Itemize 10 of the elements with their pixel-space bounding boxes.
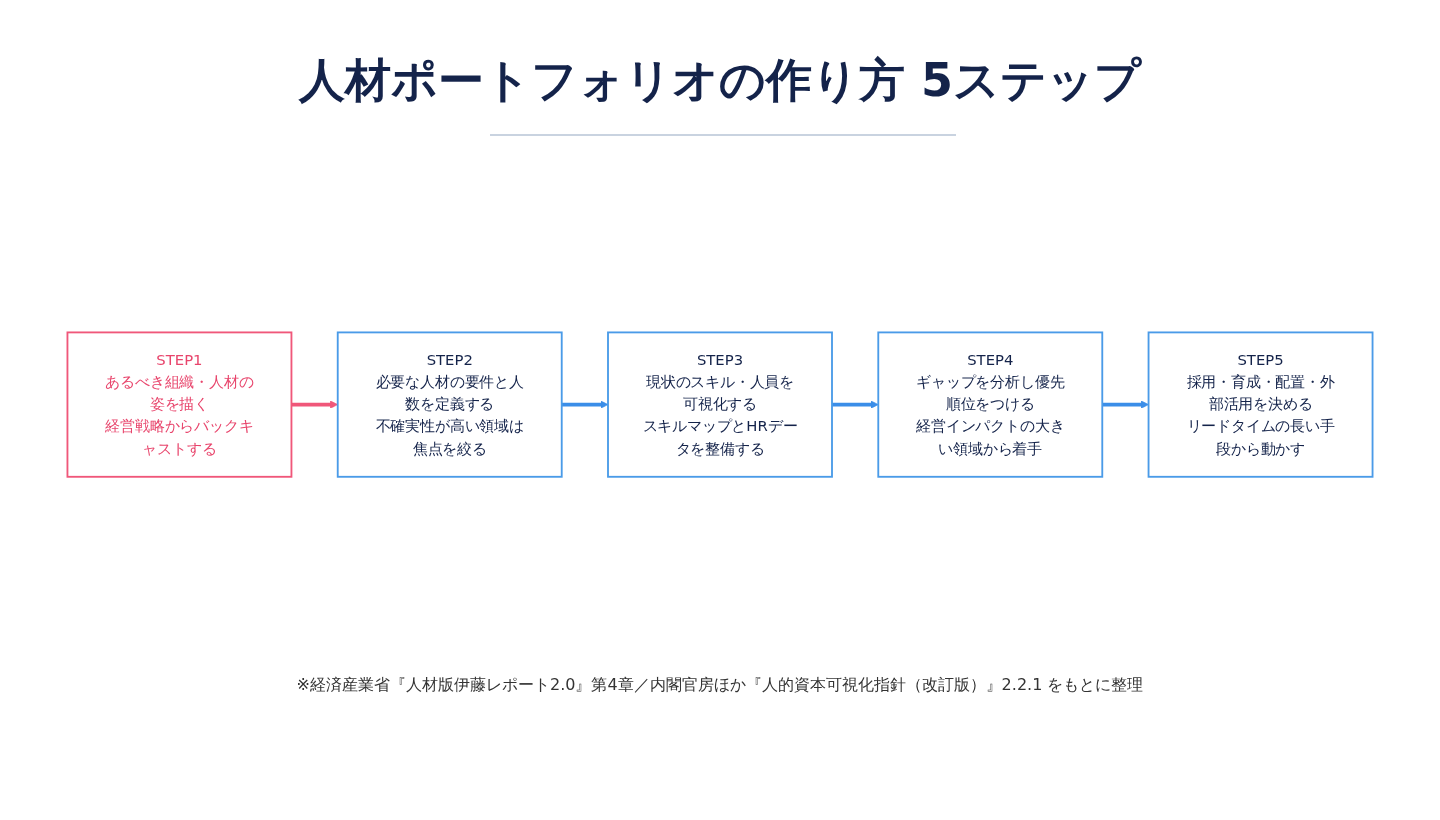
arrow — [832, 400, 879, 410]
arrow — [1102, 400, 1149, 410]
node-box: STEP5 採用・育成・配置・外部活用を決める リードタイムの長い手段から動かす — [1147, 331, 1374, 479]
node-box: STEP3 現状のスキル・人員を可視化する スキルマップとHRデータを整備する — [607, 331, 833, 479]
caption: ※経済産業省『人材版伊藤レポート2.0』第4章／内閣官房ほか『人的資本可視化指針（改訂版）』2.2.1 をもとに整理 — [295, 675, 1145, 696]
title: 人材ポートフォリオの作り方 5ステップ — [297, 52, 1143, 109]
node-box: STEP4 ギャップを分析し優先順位をつける 経営インパクトの大きい領域から着手 — [877, 331, 1104, 479]
arrow — [561, 400, 609, 410]
node-box: STEP2 必要な人材の要件と人数を定義する 不確実性が高い領域は焦点を絞る — [336, 331, 563, 479]
node-box: STEP1 あるべき組織・人材の姿を描く 経営戦略からバックキャストする — [66, 331, 293, 479]
